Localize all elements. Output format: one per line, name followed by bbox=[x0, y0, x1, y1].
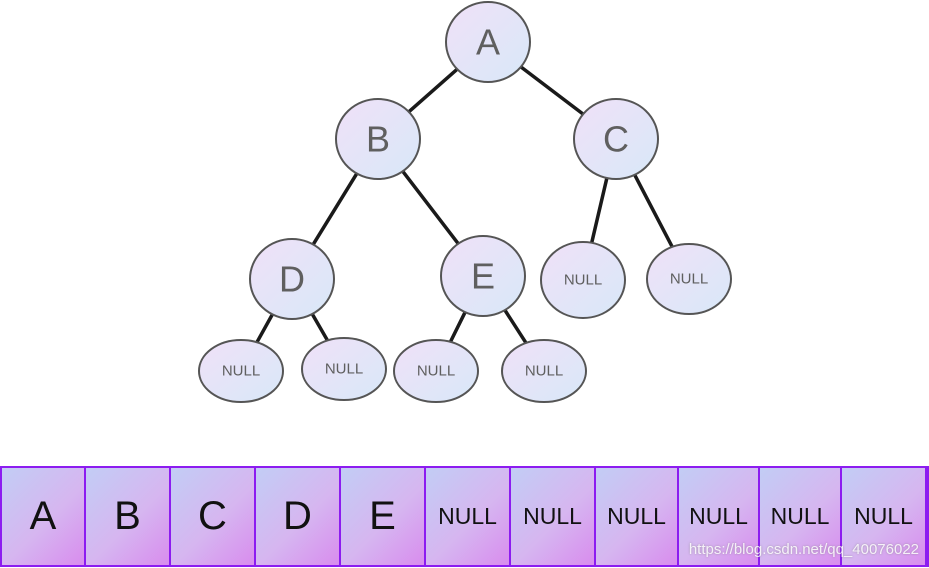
tree-node-d: D bbox=[249, 238, 335, 320]
tree-node-e-right-null: NULL bbox=[501, 339, 587, 403]
array-cell-6: NULL bbox=[511, 468, 596, 565]
node-label: NULL bbox=[564, 272, 602, 289]
node-circle bbox=[501, 339, 587, 403]
edge-b-to-d bbox=[311, 171, 359, 247]
array-cell-1: B bbox=[86, 468, 171, 565]
node-label: E bbox=[471, 256, 495, 297]
node-circle bbox=[573, 98, 659, 180]
node-label: NULL bbox=[222, 363, 260, 380]
array-cell-0: A bbox=[2, 468, 86, 565]
tree-node-d-left-null: NULL bbox=[198, 339, 284, 403]
watermark: https://blog.csdn.net/qq_40076022 bbox=[688, 541, 919, 558]
tree-node-b: B bbox=[335, 98, 421, 180]
node-label: NULL bbox=[525, 363, 563, 380]
tree-nodes: A B C D E NULL NULL NULL NULL NULL NULL bbox=[198, 1, 732, 403]
node-circle bbox=[393, 339, 479, 403]
node-circle bbox=[440, 235, 526, 317]
edge-d-to-d-left-null bbox=[255, 312, 275, 345]
node-label: NULL bbox=[417, 363, 455, 380]
binary-tree-diagram: A B C D E NULL NULL NULL NULL NULL NULL bbox=[198, 1, 732, 403]
tree-node-c: C bbox=[573, 98, 659, 180]
array-cell-2: C bbox=[171, 468, 256, 565]
edge-d-to-d-right-null bbox=[310, 312, 330, 343]
tree-node-e-left-null: NULL bbox=[393, 339, 479, 403]
node-circle bbox=[540, 241, 626, 319]
tree-edges bbox=[255, 65, 675, 345]
node-circle bbox=[198, 339, 284, 403]
node-label: NULL bbox=[670, 271, 708, 288]
tree-node-e: E bbox=[440, 235, 526, 317]
edge-e-to-e-right-null bbox=[503, 308, 528, 345]
tree-node-a: A bbox=[445, 1, 531, 83]
node-label: D bbox=[279, 259, 305, 300]
node-circle bbox=[335, 98, 421, 180]
array-cell-8: NULL bbox=[679, 468, 760, 565]
node-label: A bbox=[476, 22, 500, 63]
node-label: NULL bbox=[325, 361, 363, 378]
array-cell-10: NULL bbox=[842, 468, 925, 565]
node-circle bbox=[249, 238, 335, 320]
edge-e-to-e-left-null bbox=[448, 310, 467, 344]
edge-b-to-e bbox=[401, 169, 460, 246]
node-circle bbox=[301, 337, 387, 401]
tree-node-c-right-null: NULL bbox=[646, 243, 732, 315]
array-cell-4: E bbox=[341, 468, 426, 565]
edge-c-to-c-left-null bbox=[589, 176, 609, 245]
node-circle bbox=[445, 1, 531, 83]
array-cell-7: NULL bbox=[596, 468, 679, 565]
edge-c-to-c-right-null bbox=[632, 173, 675, 249]
tree-node-d-right-null: NULL bbox=[301, 337, 387, 401]
node-label: C bbox=[603, 119, 629, 160]
edge-a-to-c bbox=[519, 65, 585, 116]
array-cell-5: NULL bbox=[426, 468, 511, 565]
edge-a-to-b bbox=[407, 67, 459, 114]
node-circle bbox=[646, 243, 732, 315]
array-cell-9: NULL bbox=[760, 468, 842, 565]
node-label: B bbox=[366, 119, 390, 160]
array-cell-3: D bbox=[256, 468, 341, 565]
tree-node-c-left-null: NULL bbox=[540, 241, 626, 319]
